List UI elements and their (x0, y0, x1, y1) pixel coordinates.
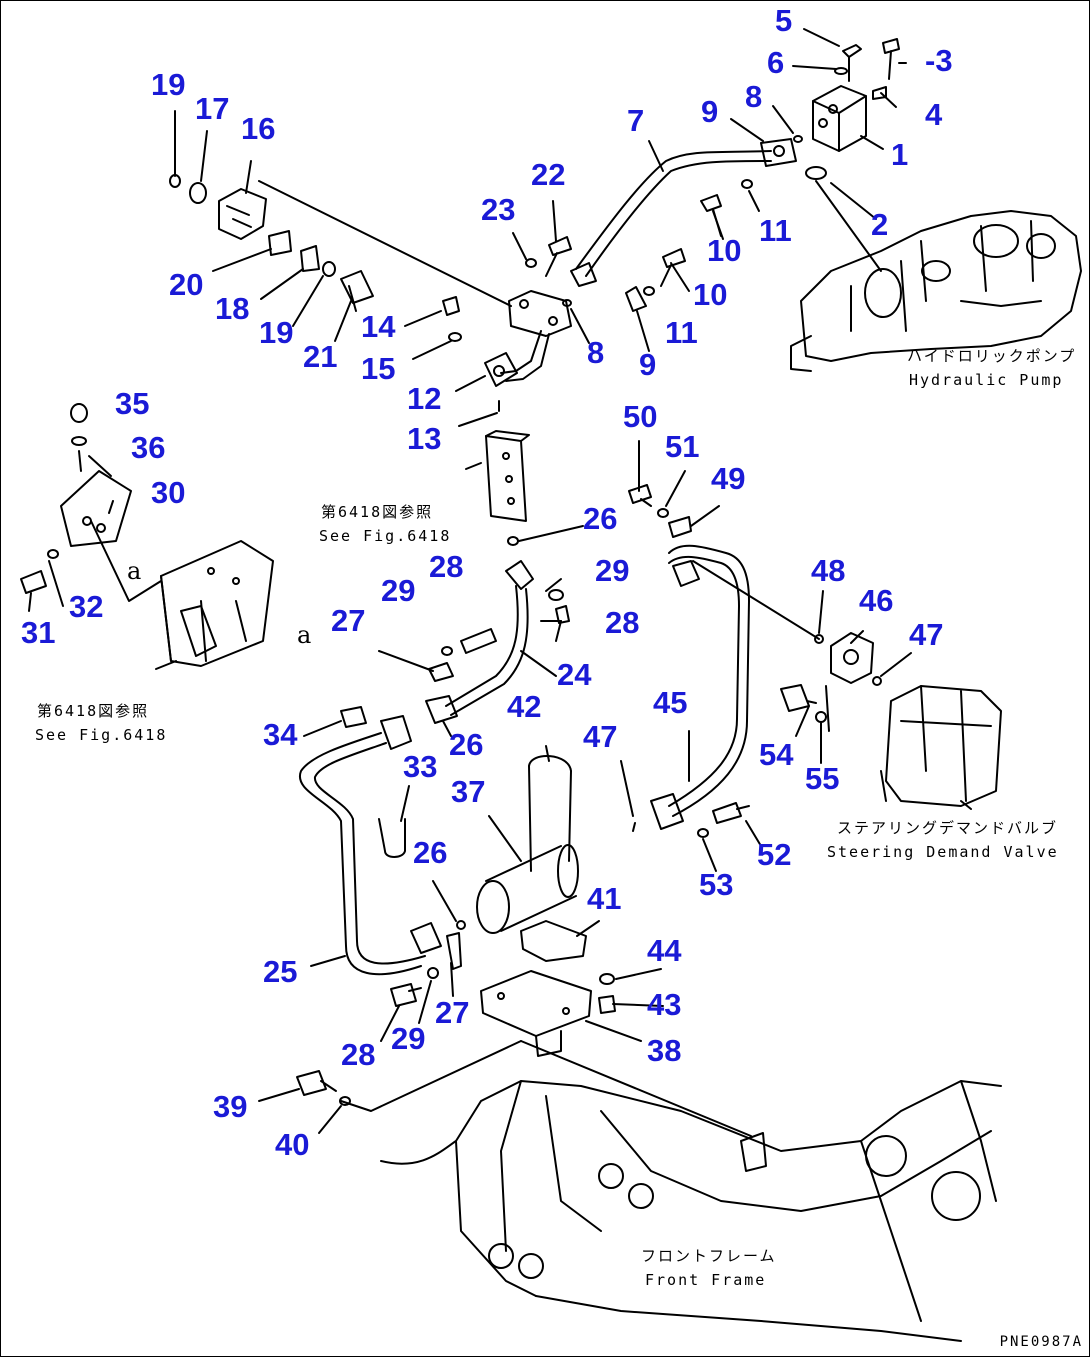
part-callout-2: 2 (871, 207, 889, 242)
bracket-and-pipe-12 (442, 290, 572, 412)
part-callout-8: 8 (587, 335, 605, 370)
part-callout-16: 16 (241, 111, 276, 146)
part-callout-51: 51 (665, 429, 700, 464)
upper-left-clamp (169, 174, 512, 312)
part-callout-21: 21 (303, 339, 338, 374)
part-callout-13: 13 (407, 421, 442, 456)
part-callout-19: 19 (151, 67, 186, 102)
part-callout-26: 26 (449, 727, 484, 762)
part-callout-7: 7 (627, 103, 645, 138)
part-callout-46: 46 (859, 583, 894, 618)
front-frame-drawing (340, 1040, 1002, 1342)
part-callout-54: 54 (759, 737, 794, 772)
part-callout-37: 37 (451, 774, 486, 809)
pipe-25 (298, 706, 466, 1007)
hose-24 (425, 560, 570, 724)
part-callout-48: 48 (811, 553, 846, 588)
steering-valve-label-jp: ステアリングデマンドバルブ (837, 819, 1059, 837)
hydraulic-pump-label-en: Hydraulic Pump (909, 371, 1064, 389)
part-callout-29: 29 (391, 1021, 426, 1056)
part-callout-28: 28 (605, 605, 640, 640)
see-fig-lower-jp: 第6418図参照 (37, 702, 150, 720)
part-callout-5: 5 (775, 3, 793, 38)
part-callout-40: 40 (275, 1127, 310, 1162)
part-callout-9: 9 (701, 94, 719, 129)
part-callout-15: 15 (361, 351, 396, 386)
part-callout-29: 29 (595, 553, 630, 588)
part-callout-4: 4 (925, 97, 943, 132)
steering-valve-label-en: Steering Demand Valve (827, 843, 1059, 861)
part-callout-34: 34 (263, 717, 298, 752)
view-marker-a-upper: a (127, 557, 142, 585)
pump-flange-block (805, 38, 900, 272)
view-marker-a-lower: a (297, 621, 312, 649)
steering-demand-valve (692, 560, 1002, 810)
part-callout-6: 6 (767, 45, 785, 80)
part-callout-20: 20 (169, 267, 204, 302)
left-bracket-30 (20, 403, 274, 670)
part-callout-8: 8 (745, 79, 763, 114)
part-callout-36: 36 (131, 430, 166, 465)
hydraulic-pump-drawing (790, 210, 1082, 372)
leader-lines (28, 28, 912, 1134)
part-callout-32: 32 (69, 589, 104, 624)
pipe-45 (628, 484, 750, 830)
part-callout-39: 39 (213, 1089, 248, 1124)
part-callout-33: 33 (403, 749, 438, 784)
bolt-39 (296, 1070, 351, 1106)
part-callout-47: 47 (909, 617, 944, 652)
part-callout-52: 52 (757, 837, 792, 872)
part-callout-18: 18 (215, 291, 250, 326)
part-callout-9: 9 (639, 347, 657, 382)
part-callout-10: 10 (707, 233, 742, 268)
part-callout-14: 14 (361, 309, 396, 344)
part-callout-41: 41 (587, 881, 622, 916)
part-callout-29: 29 (381, 573, 416, 608)
part-callout-26: 26 (583, 501, 618, 536)
part-callout-12: 12 (407, 381, 442, 416)
part-callout-24: 24 (557, 657, 592, 692)
part-callout-28: 28 (429, 549, 464, 584)
bolt-52 (697, 802, 750, 838)
bracket-see-fig-upper (465, 430, 530, 546)
part-callout-49: 49 (711, 461, 746, 496)
part-callout-1: 1 (891, 137, 909, 172)
part-callout-27: 27 (435, 995, 470, 1030)
part-callout-31: 31 (21, 615, 56, 650)
hose-upper-7 (570, 135, 803, 287)
part-callout-53: 53 (699, 867, 734, 902)
part-callout-47: 47 (583, 719, 618, 754)
part-callout-38: 38 (647, 1033, 682, 1068)
part-callout-10: 10 (693, 277, 728, 312)
part-callout-11: 11 (759, 213, 792, 248)
see-fig-lower-en: See Fig.6418 (35, 726, 168, 744)
part-callout-25: 25 (263, 954, 298, 989)
part-callout-19: 19 (259, 315, 294, 350)
part-callout-11: 11 (665, 315, 698, 350)
part-callout-26: 26 (413, 835, 448, 870)
part-callout-43: 43 (647, 987, 682, 1022)
part-callout-42: 42 (507, 689, 542, 724)
front-frame-label-jp: フロントフレーム (641, 1247, 777, 1265)
part-callout-23: 23 (481, 192, 516, 227)
part-callout-50: 50 (623, 399, 658, 434)
see-fig-upper-jp: 第6418図参照 (321, 503, 434, 521)
part-callout-17: 17 (195, 91, 230, 126)
see-fig-upper-en: See Fig.6418 (319, 527, 452, 545)
part-callout-44: 44 (647, 933, 682, 968)
drawing-code: PNE0987A (999, 1334, 1083, 1350)
part-callout-30: 30 (151, 475, 186, 510)
part-callout-3: -3 (925, 43, 953, 78)
hydraulic-pump-label-jp: ハイドロリックポンプ (907, 347, 1077, 365)
part-callout-28: 28 (341, 1037, 376, 1072)
part-callout-45: 45 (653, 685, 688, 720)
front-frame-label-en: Front Frame (645, 1271, 767, 1289)
part-callout-35: 35 (115, 386, 150, 421)
part-callout-55: 55 (805, 761, 840, 796)
part-callout-22: 22 (531, 157, 566, 192)
part-callout-27: 27 (331, 603, 366, 638)
